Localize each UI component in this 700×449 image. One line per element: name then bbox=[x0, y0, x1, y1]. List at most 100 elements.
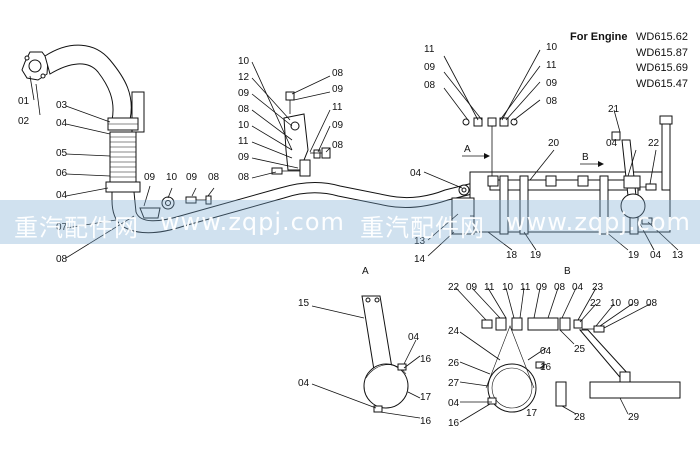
callout-17: 17 bbox=[526, 408, 538, 419]
center-bracket bbox=[271, 91, 331, 177]
watermark-cn-2: 重汽配件网 bbox=[360, 214, 485, 242]
callout-25: 25 bbox=[574, 344, 586, 355]
engine-model: WD615.62 bbox=[636, 31, 688, 43]
callout-13: 13 bbox=[672, 250, 684, 261]
callout-16: 16 bbox=[540, 362, 552, 373]
callout-08: 08 bbox=[208, 172, 220, 183]
callout-09: 09 bbox=[536, 282, 548, 293]
callout-04: 04 bbox=[572, 282, 584, 293]
callout-26: 26 bbox=[448, 358, 460, 369]
callout-16: 16 bbox=[420, 354, 432, 365]
callout-08: 08 bbox=[238, 104, 250, 115]
callout-17: 17 bbox=[420, 392, 432, 403]
engine-model-list: WD615.62 WD615.87 WD615.69 WD615.47 bbox=[636, 30, 688, 92]
callout-08: 08 bbox=[332, 140, 344, 151]
callout-04: 04 bbox=[298, 378, 310, 389]
callout-10: 10 bbox=[546, 42, 558, 53]
view-a-clamp bbox=[361, 295, 409, 413]
callout-09: 09 bbox=[238, 88, 250, 99]
callout-03: 03 bbox=[56, 100, 68, 111]
callout-04: 04 bbox=[448, 398, 460, 409]
callout-20: 20 bbox=[548, 138, 560, 149]
callout-18: 18 bbox=[506, 250, 518, 261]
callout-labels: 01 02 03 04 05 06 04 07 08 09 10 09 08 1… bbox=[18, 42, 684, 429]
callout-09: 09 bbox=[628, 298, 640, 309]
engine-model: WD615.47 bbox=[636, 77, 688, 90]
callout-19: 19 bbox=[628, 250, 640, 261]
flexible-bellows bbox=[105, 131, 141, 193]
callout-08: 08 bbox=[646, 298, 658, 309]
callout-06: 06 bbox=[56, 168, 68, 179]
callout-10: 10 bbox=[610, 298, 622, 309]
callout-14: 14 bbox=[414, 254, 426, 265]
callout-09: 09 bbox=[144, 172, 156, 183]
callout-24: 24 bbox=[448, 326, 460, 337]
arrow-a-label: A bbox=[464, 144, 471, 155]
callout-21: 21 bbox=[608, 104, 620, 115]
callout-09: 09 bbox=[186, 172, 198, 183]
callout-11: 11 bbox=[484, 282, 495, 293]
callout-16: 16 bbox=[420, 416, 432, 427]
callout-22: 22 bbox=[648, 138, 660, 149]
callout-08: 08 bbox=[332, 68, 344, 79]
callout-09: 09 bbox=[546, 78, 558, 89]
callout-07: 07 bbox=[56, 222, 68, 233]
watermark-cn-1: 重汽配件网 bbox=[14, 214, 139, 242]
leader-lines bbox=[29, 49, 679, 423]
callout-11: 11 bbox=[332, 102, 343, 113]
callout-08: 08 bbox=[554, 282, 566, 293]
callout-29: 29 bbox=[628, 412, 640, 423]
callout-12: 12 bbox=[238, 72, 250, 83]
view-b-bracket bbox=[555, 329, 681, 407]
callout-10: 10 bbox=[238, 120, 250, 131]
callout-28: 28 bbox=[574, 412, 586, 423]
callout-02: 02 bbox=[18, 116, 30, 127]
arrow-b-label: B bbox=[582, 152, 589, 163]
callout-11: 11 bbox=[520, 282, 531, 293]
callout-11: 11 bbox=[238, 136, 249, 147]
intermediate-pipe bbox=[111, 179, 489, 234]
callout-08: 08 bbox=[238, 172, 250, 183]
callout-04: 04 bbox=[56, 118, 68, 129]
muffler-strap-rod bbox=[458, 117, 518, 196]
callout-11: 11 bbox=[424, 44, 435, 55]
view-arrow-b bbox=[580, 161, 604, 167]
callout-04: 04 bbox=[56, 190, 68, 201]
callout-13: 13 bbox=[414, 236, 426, 247]
down-pipe bbox=[44, 44, 145, 133]
view-arrow-a bbox=[462, 153, 490, 159]
view-a-label: A bbox=[362, 266, 369, 277]
callout-08: 08 bbox=[56, 254, 68, 265]
callout-27: 27 bbox=[448, 378, 460, 389]
view-b-label: B bbox=[564, 266, 571, 277]
callout-09: 09 bbox=[332, 84, 344, 95]
engine-model: WD615.69 bbox=[636, 62, 688, 74]
callout-04: 04 bbox=[408, 332, 420, 343]
callout-10: 10 bbox=[166, 172, 178, 183]
callout-22: 22 bbox=[448, 282, 460, 293]
callout-04: 04 bbox=[606, 138, 618, 149]
callout-22: 22 bbox=[590, 298, 602, 309]
callout-05: 05 bbox=[56, 148, 68, 159]
engine-model: WD615.87 bbox=[636, 46, 688, 59]
callout-08: 08 bbox=[546, 96, 558, 107]
view-b-clamp bbox=[481, 317, 605, 413]
callout-04: 04 bbox=[540, 346, 552, 357]
callout-10: 10 bbox=[238, 56, 250, 67]
callout-04: 04 bbox=[650, 250, 662, 261]
callout-08: 08 bbox=[424, 80, 436, 91]
engine-title: For Engine bbox=[570, 31, 628, 43]
callout-09: 09 bbox=[424, 62, 436, 73]
watermark-url-2: www.zqpj.com bbox=[506, 208, 691, 236]
callout-23: 23 bbox=[592, 282, 604, 293]
callout-09: 09 bbox=[332, 120, 344, 131]
callout-09: 09 bbox=[466, 282, 478, 293]
callout-15: 15 bbox=[298, 298, 310, 309]
callout-19: 19 bbox=[530, 250, 542, 261]
callout-09: 09 bbox=[238, 152, 250, 163]
watermark-band: 重汽配件网 www.zqpj.com 重汽配件网 www.zqpj.com bbox=[0, 200, 700, 244]
tailpipe-support-bracket bbox=[611, 115, 673, 225]
callout-11: 11 bbox=[546, 60, 557, 71]
